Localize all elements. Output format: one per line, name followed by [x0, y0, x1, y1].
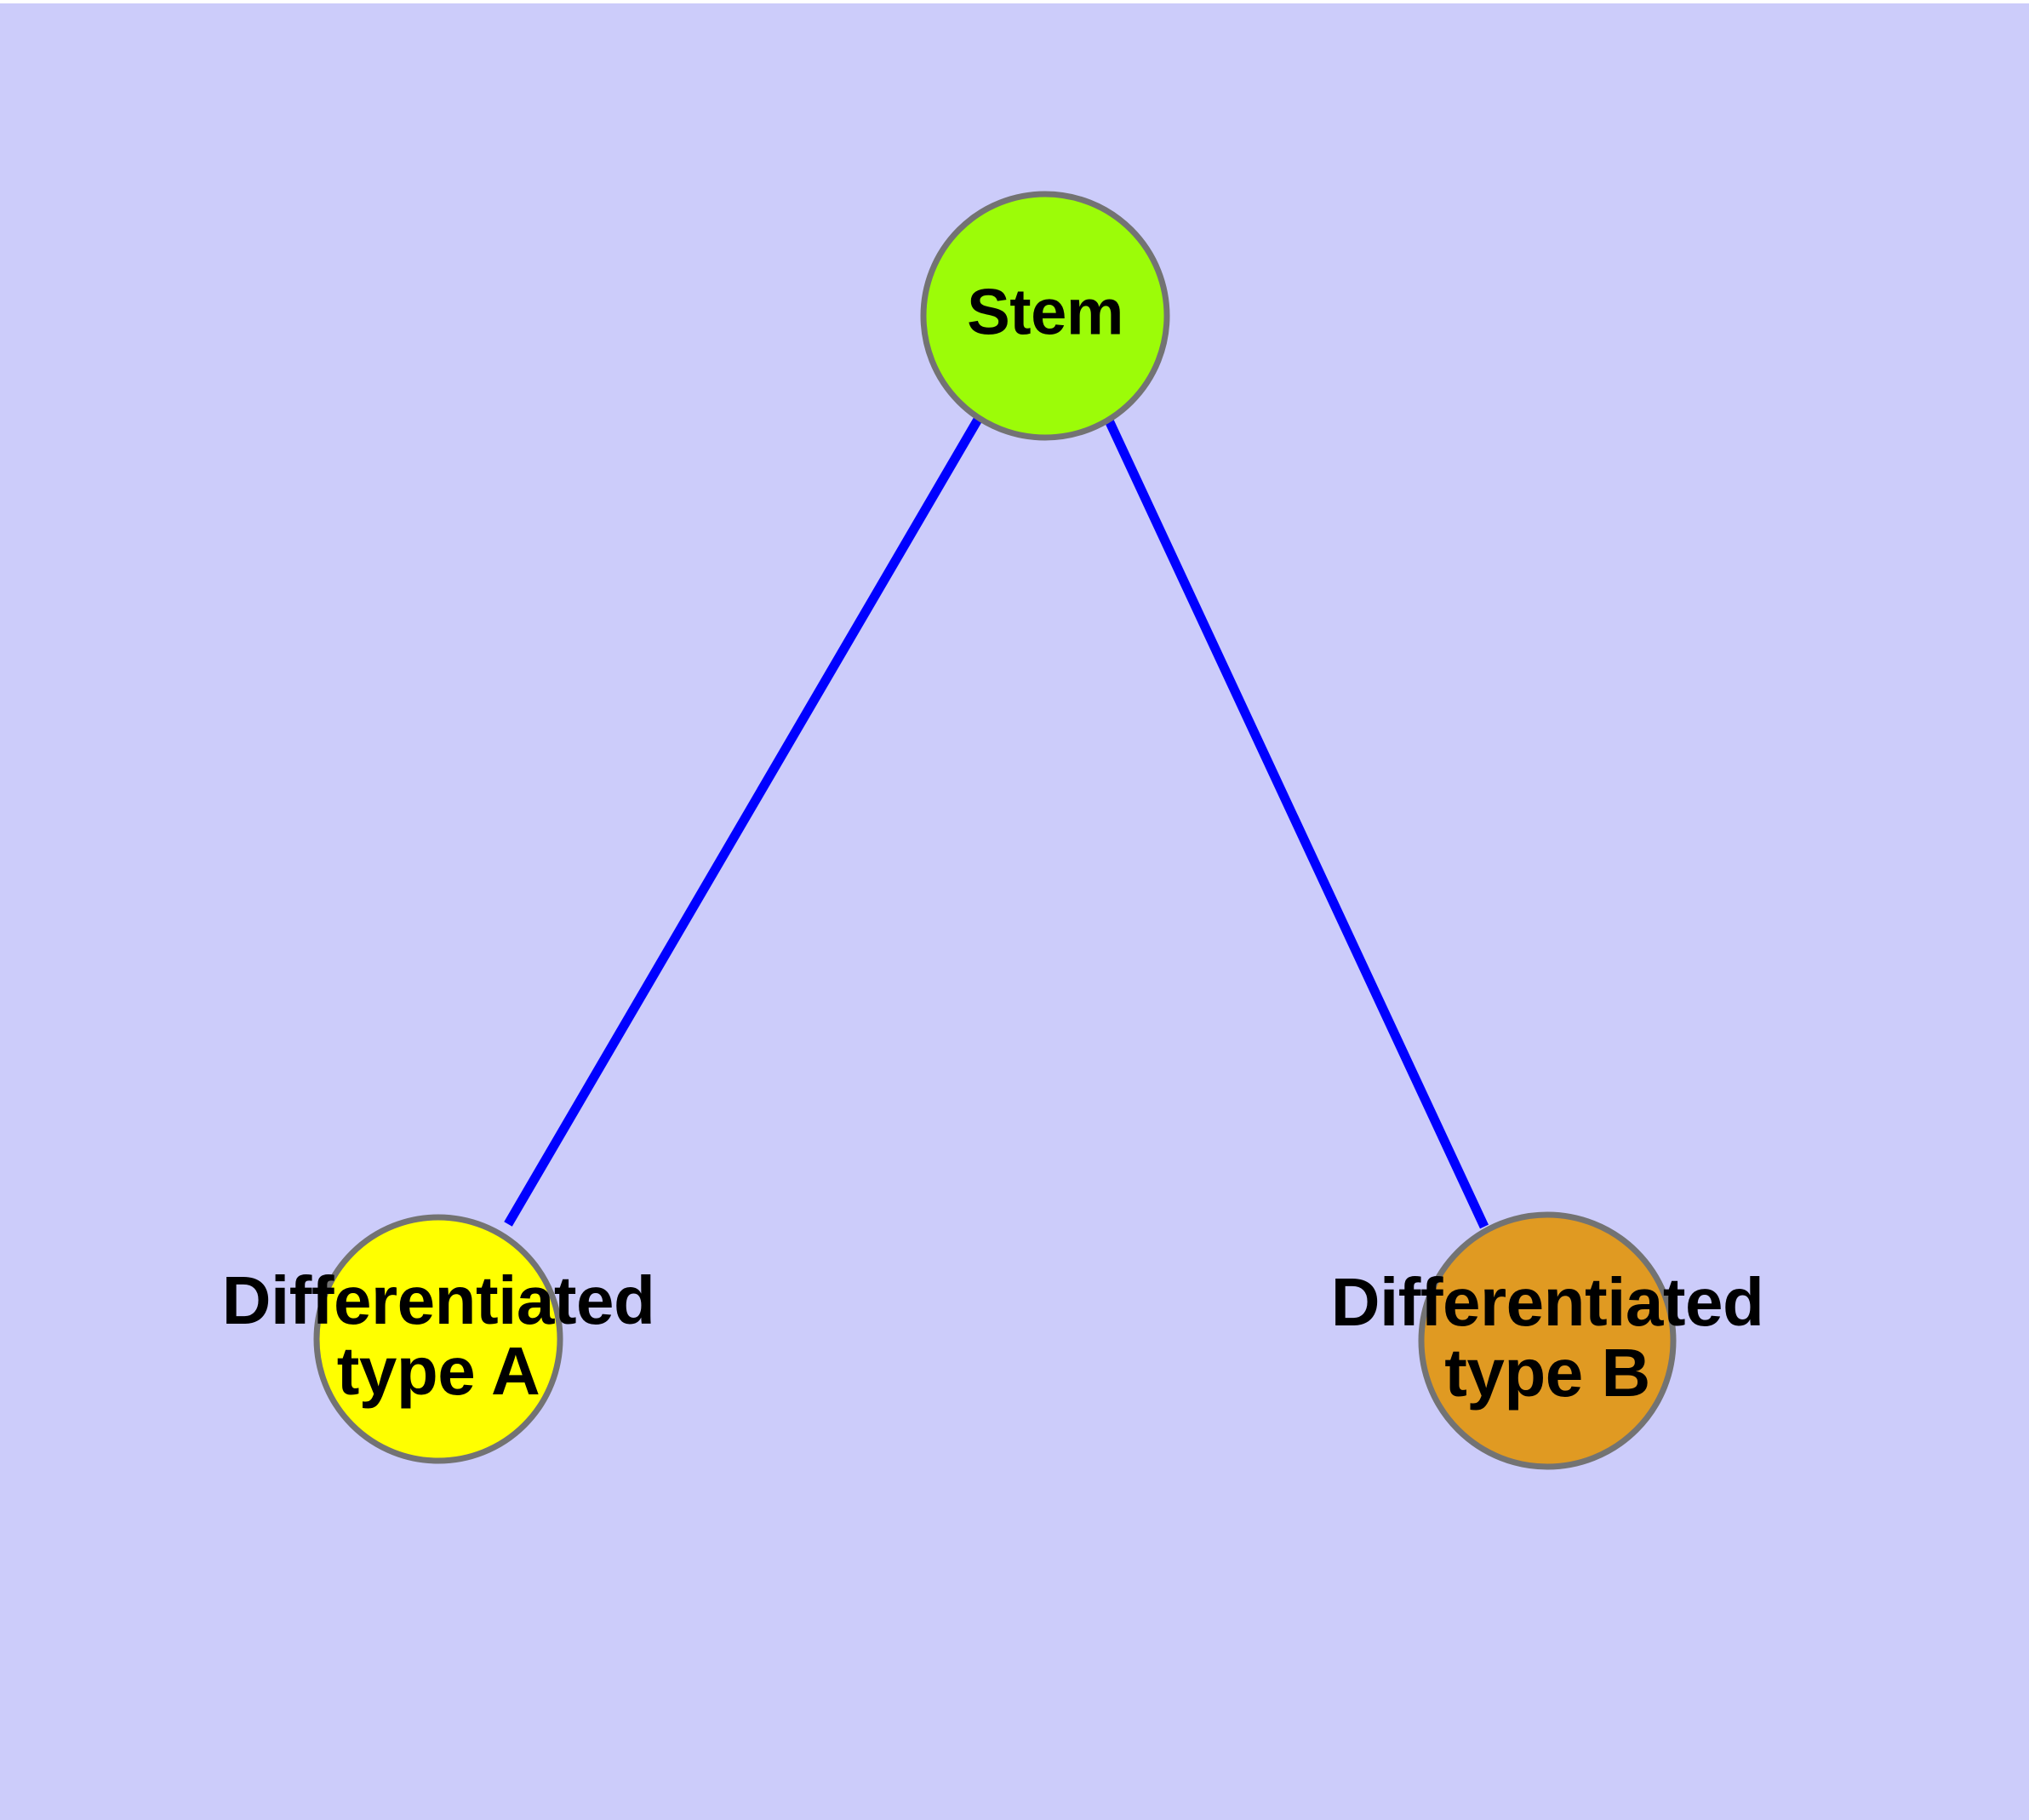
- graph-svg: [313, 191, 1677, 1470]
- edge-stem-to-diff-b[interactable]: [1105, 418, 1489, 1229]
- edge-stem-to-diff-a[interactable]: [504, 415, 983, 1227]
- node-stem[interactable]: [920, 191, 1170, 441]
- node-differentiated-type-b[interactable]: [1418, 1211, 1677, 1470]
- node-differentiated-type-a[interactable]: [313, 1214, 563, 1464]
